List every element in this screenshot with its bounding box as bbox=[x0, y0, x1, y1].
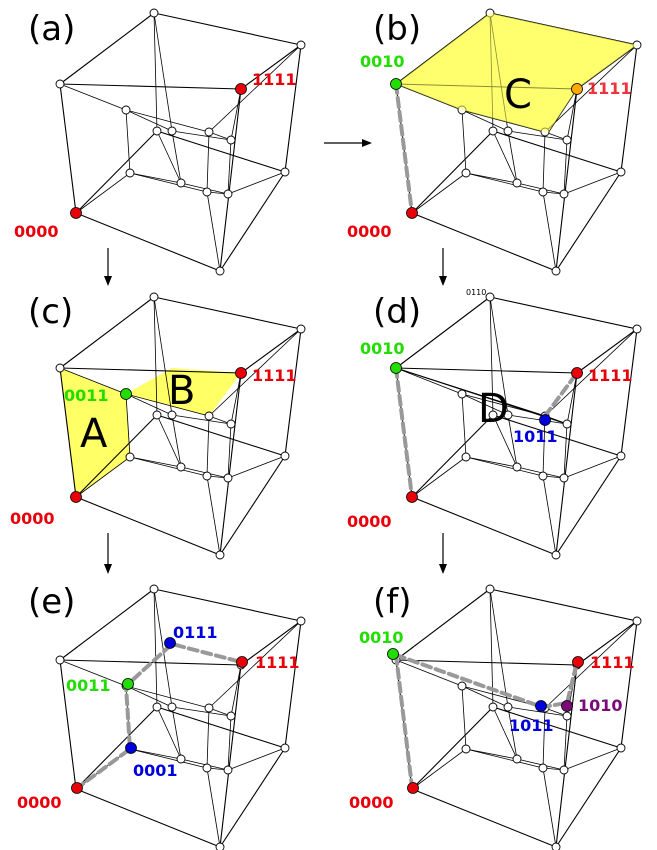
label-0110: 0110 bbox=[466, 288, 486, 297]
vertex-1111 bbox=[235, 83, 247, 95]
path-b bbox=[394, 82, 414, 215]
vertex-0000 bbox=[70, 207, 82, 219]
arrow-c-to-e bbox=[104, 533, 112, 574]
path-f-2 bbox=[394, 653, 579, 710]
label-1111: 1111 bbox=[590, 653, 635, 672]
arrow-a-to-b bbox=[324, 139, 372, 147]
label-1010: 1010 bbox=[578, 696, 623, 715]
arrow-a-to-c bbox=[104, 248, 112, 286]
region-b-label: B bbox=[168, 368, 195, 414]
label-0010: 0010 bbox=[359, 628, 404, 647]
panel-e: (e) 0111 0011 0001 1111 0000 bbox=[17, 582, 306, 850]
vertex-1111 bbox=[235, 367, 247, 379]
vertex-0011 bbox=[120, 388, 132, 400]
region-c-label: C bbox=[504, 72, 532, 118]
panel-d-label: (d) bbox=[373, 292, 421, 332]
vertex-1111 bbox=[571, 367, 583, 379]
arrow-b-to-d bbox=[439, 248, 447, 286]
label-0000: 0000 bbox=[17, 793, 62, 812]
path-f-1 bbox=[394, 653, 414, 789]
region-d-label: D bbox=[478, 386, 509, 432]
vertex-0011 bbox=[122, 678, 134, 690]
vertex-0000 bbox=[70, 491, 82, 503]
region-a-label: A bbox=[80, 411, 108, 457]
label-0000: 0000 bbox=[347, 222, 392, 241]
label-0000: 0000 bbox=[10, 509, 55, 528]
panel-b: (b) C 0010 1111 0000 bbox=[347, 8, 642, 276]
vertex-0000 bbox=[71, 782, 83, 794]
vertex-0001 bbox=[125, 742, 137, 754]
label-0000: 0000 bbox=[349, 793, 394, 812]
path-d-1 bbox=[394, 366, 414, 499]
panel-a: (a) 1111 0000 bbox=[14, 8, 306, 276]
path-d-2 bbox=[543, 371, 579, 418]
vertex-1111 bbox=[236, 656, 248, 668]
vertex-0111 bbox=[164, 637, 176, 649]
region-b-face bbox=[126, 368, 241, 416]
panel-d: (d) 0110 D 0010 1111 1011 0000 bbox=[347, 288, 642, 560]
panel-a-label: (a) bbox=[28, 9, 75, 49]
label-1111: 1111 bbox=[587, 79, 632, 98]
label-0001: 0001 bbox=[133, 761, 178, 780]
label-0111: 0111 bbox=[173, 623, 218, 642]
vertex-1111 bbox=[572, 656, 584, 668]
vertex-0010 bbox=[387, 648, 399, 660]
vertex-0010 bbox=[390, 78, 402, 90]
panel-b-label: (b) bbox=[373, 9, 421, 49]
panel-f: (f) 0010 1111 1010 1011 0000 bbox=[349, 582, 642, 850]
panel-c-label: (c) bbox=[28, 292, 73, 332]
panel-c: (c) A B 0011 1111 0000 bbox=[10, 292, 306, 560]
vertex-1111 bbox=[571, 83, 583, 95]
vertex-1011 bbox=[539, 414, 551, 426]
label-0011: 0011 bbox=[64, 386, 109, 405]
vertex-0000 bbox=[407, 782, 419, 794]
arrow-d-to-f bbox=[439, 533, 447, 574]
vertex-0000 bbox=[406, 491, 418, 503]
label-1111: 1111 bbox=[588, 366, 633, 385]
vertex-1011 bbox=[535, 700, 547, 712]
label-1111: 1111 bbox=[252, 70, 297, 89]
vertex-0000 bbox=[406, 207, 418, 219]
label-0010: 0010 bbox=[360, 52, 405, 71]
vertex-1010 bbox=[561, 700, 573, 712]
label-1011: 1011 bbox=[509, 716, 554, 735]
label-1111: 1111 bbox=[255, 653, 300, 672]
label-1011: 1011 bbox=[513, 427, 558, 446]
panel-f-label: (f) bbox=[373, 582, 412, 622]
vertex-0010 bbox=[390, 362, 402, 374]
label-0011: 0011 bbox=[66, 676, 111, 695]
label-0000: 0000 bbox=[14, 222, 59, 241]
panel-e-label: (e) bbox=[28, 582, 75, 622]
region-a-face bbox=[60, 368, 130, 497]
label-0000: 0000 bbox=[347, 512, 392, 531]
label-1111: 1111 bbox=[252, 366, 297, 385]
label-0010: 0010 bbox=[360, 339, 405, 358]
